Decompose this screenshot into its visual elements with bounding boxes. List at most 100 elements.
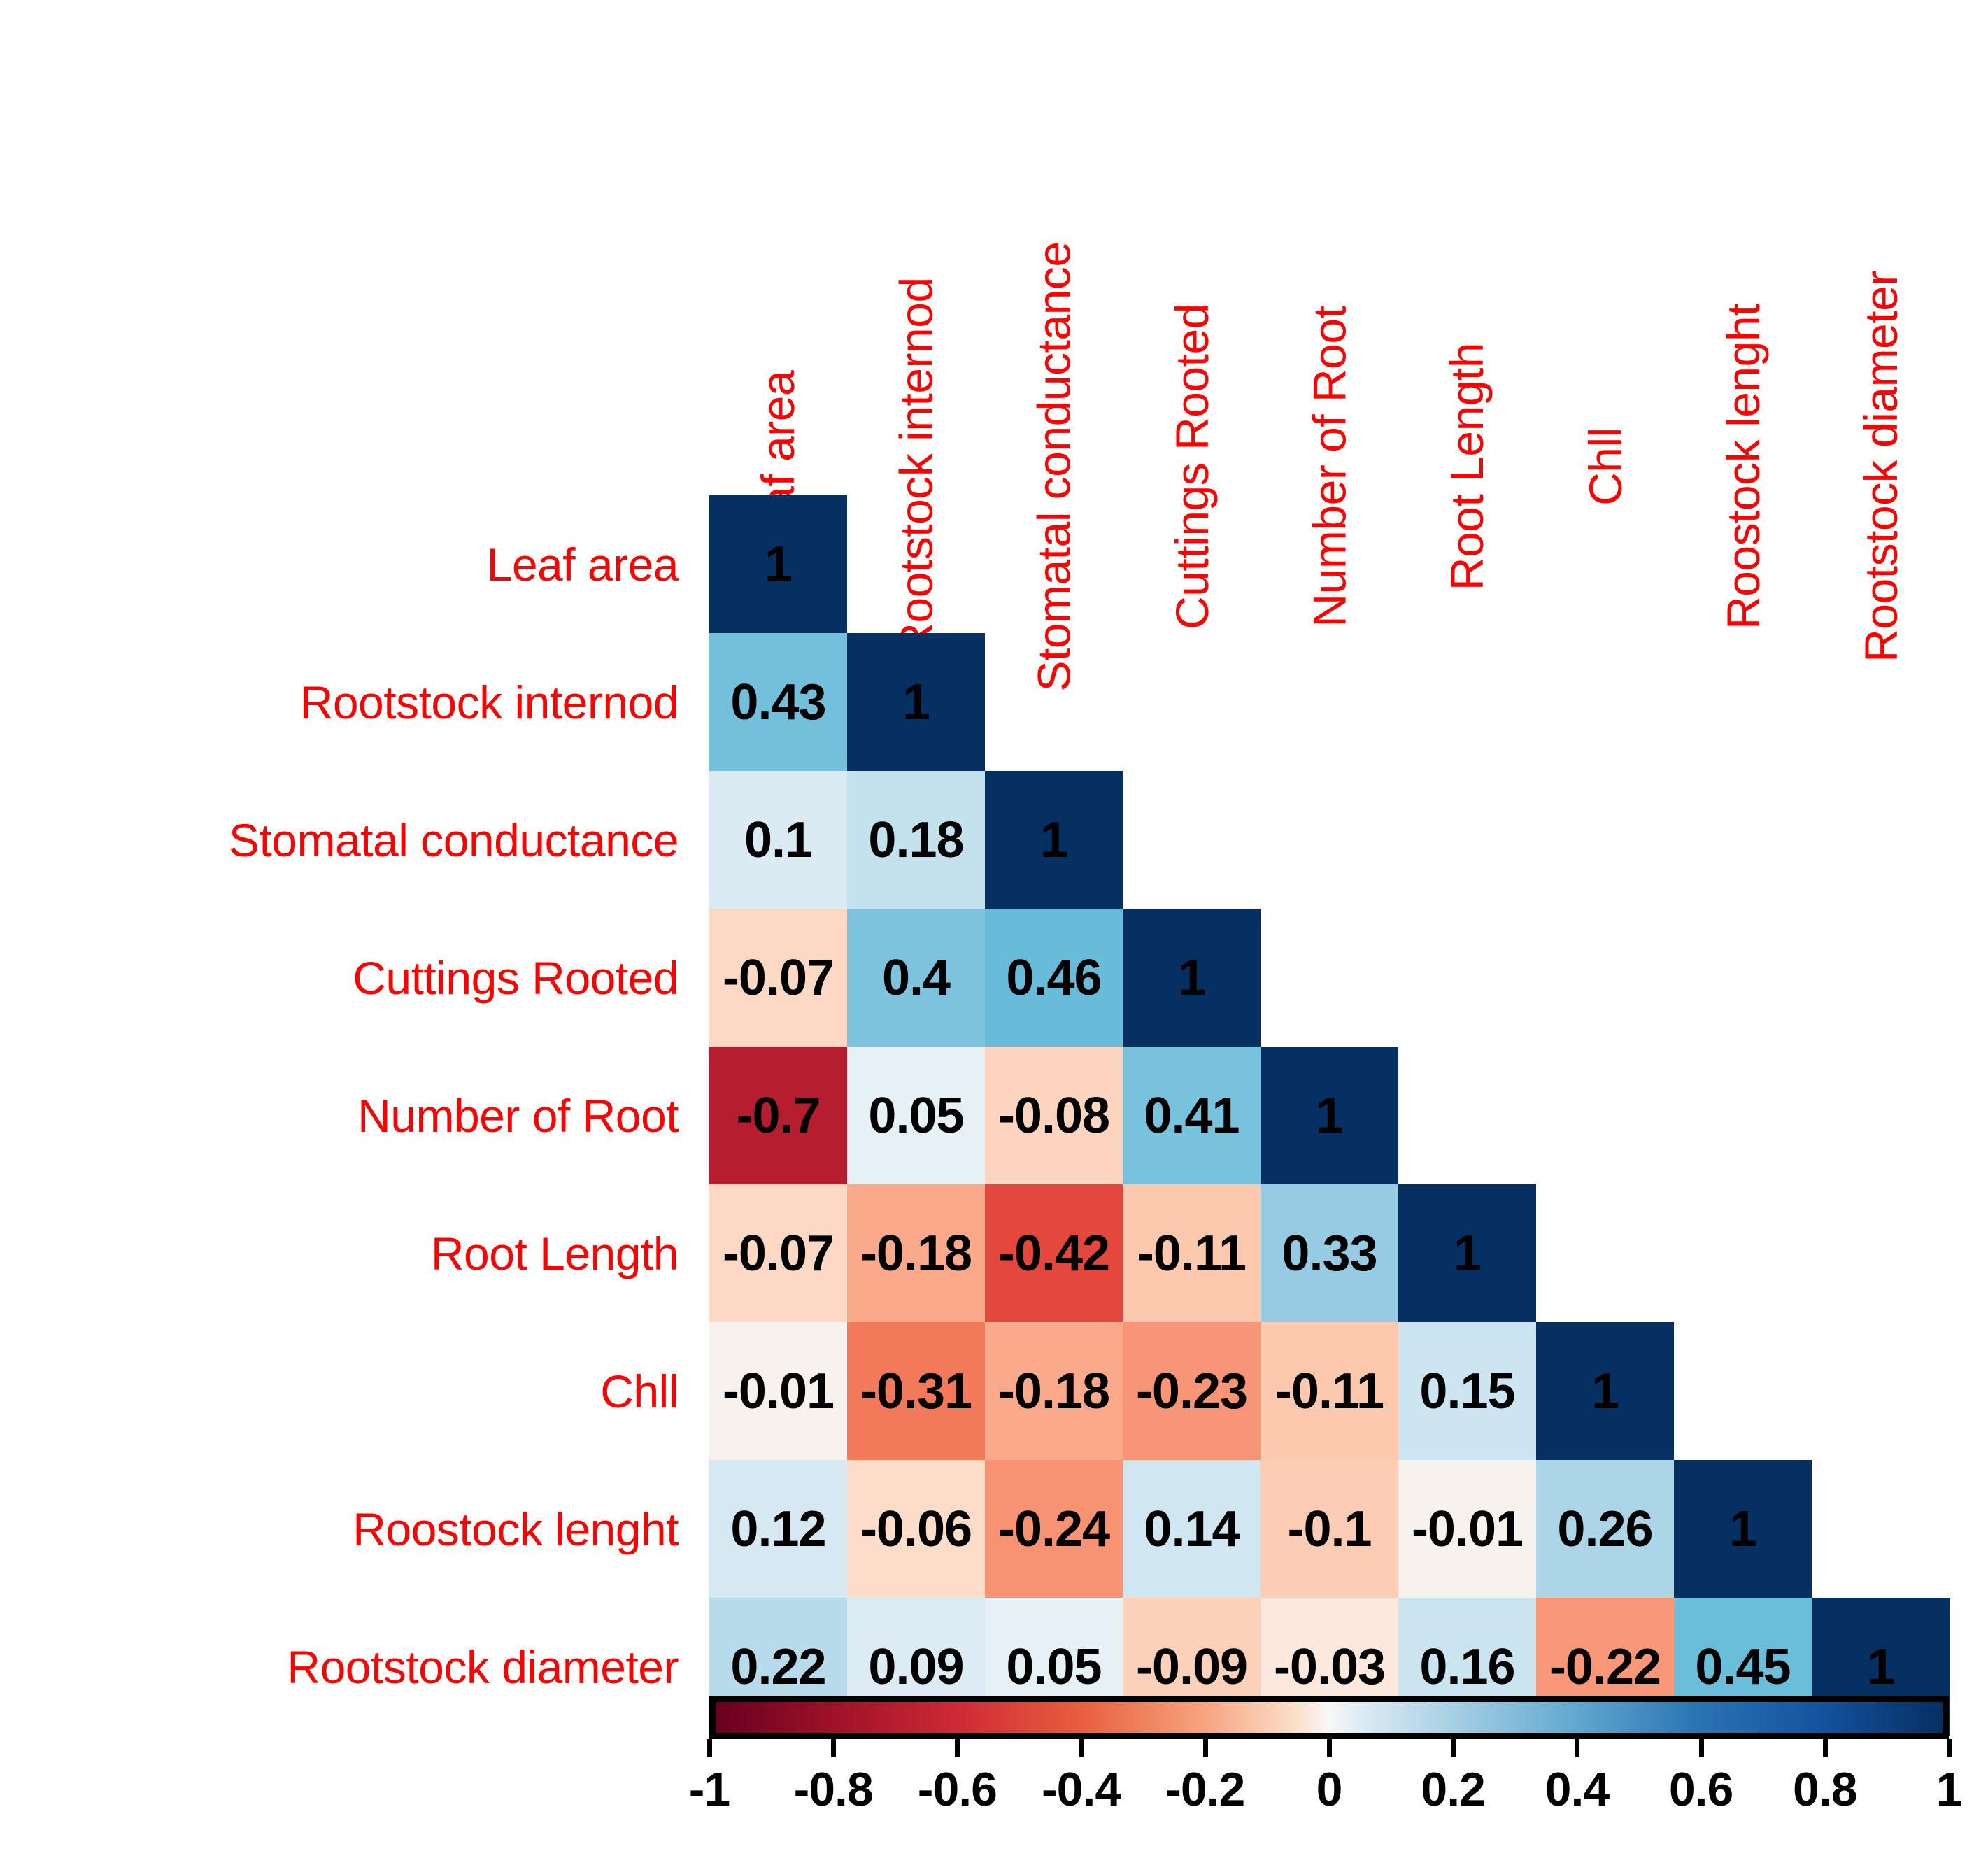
column-label-text: Chll xyxy=(1579,427,1631,506)
colorbar-tick xyxy=(1451,1739,1456,1757)
matrix-cell: -0.08 xyxy=(985,1047,1123,1184)
matrix-cell: -0.18 xyxy=(985,1322,1123,1460)
row-label-7: Chll xyxy=(600,1365,679,1417)
matrix-cell-value: -0.06 xyxy=(860,1501,972,1557)
matrix-cell: 0.18 xyxy=(847,771,985,909)
matrix-cell-value: -0.07 xyxy=(722,1225,835,1282)
matrix-cell: -0.11 xyxy=(1261,1322,1398,1460)
colorbar-tick xyxy=(831,1739,837,1757)
row-label-4: Cuttings Rooted xyxy=(353,951,679,1004)
matrix-cell: 0.43 xyxy=(709,633,847,771)
colorbar-tick xyxy=(707,1739,712,1757)
colorbar-tick-label: 0.6 xyxy=(1668,1763,1734,1816)
matrix-cell-value: -0.18 xyxy=(860,1225,972,1282)
matrix-cell-value: 0.45 xyxy=(1695,1638,1791,1695)
colorbar-tick-label: -0.4 xyxy=(1042,1763,1121,1816)
colorbar-tick xyxy=(1822,1739,1828,1757)
matrix-cell: -0.06 xyxy=(847,1460,985,1598)
column-label-1: Leaf area xyxy=(709,0,847,562)
matrix-cell-value: 1 xyxy=(1039,811,1068,868)
matrix-cell: 1 xyxy=(1261,1047,1398,1184)
matrix-cell-value: -0.42 xyxy=(997,1225,1110,1282)
matrix-cell-value: 0.46 xyxy=(1006,949,1102,1006)
colorbar-tick xyxy=(1947,1739,1952,1757)
matrix-cell: 0.26 xyxy=(1536,1460,1674,1598)
matrix-cell: -0.18 xyxy=(847,1184,985,1322)
matrix-cell-value: 0.05 xyxy=(868,1087,964,1144)
matrix-cell: -0.07 xyxy=(709,1184,847,1322)
matrix-cell: 1 xyxy=(709,495,847,633)
matrix-cell-value: 1 xyxy=(764,536,793,593)
colorbar-tick xyxy=(1202,1739,1208,1757)
matrix-cell-value: 0.16 xyxy=(1419,1638,1515,1695)
matrix-cell: 1 xyxy=(847,633,985,771)
matrix-cell-value: 0.12 xyxy=(730,1501,826,1557)
colorbar-tick xyxy=(1327,1739,1332,1757)
colorbar-tick-label: -0.2 xyxy=(1165,1763,1245,1816)
matrix-cell-value: -0.1 xyxy=(1287,1501,1372,1557)
matrix-cell: -0.01 xyxy=(1398,1460,1536,1598)
matrix-cell: 0.12 xyxy=(709,1460,847,1598)
matrix-cell-value: -0.23 xyxy=(1135,1363,1248,1419)
matrix-cell-value: -0.18 xyxy=(997,1363,1110,1419)
colorbar-tick-label: -1 xyxy=(688,1763,730,1816)
colorbar-ticks xyxy=(707,1739,1952,1757)
matrix-cell-value: -0.24 xyxy=(997,1501,1110,1557)
matrix-cell-value: 0.26 xyxy=(1557,1501,1653,1557)
matrix-cell-value: 0.4 xyxy=(881,949,951,1006)
matrix-cell: -0.42 xyxy=(985,1184,1123,1322)
matrix-cell-value: -0.11 xyxy=(1137,1225,1247,1282)
matrix-cell: 0.46 xyxy=(985,909,1123,1047)
colorbar-tick xyxy=(1698,1739,1704,1757)
matrix-cell: 0.15 xyxy=(1398,1322,1536,1460)
matrix-cell: 1 xyxy=(1674,1460,1812,1598)
matrix-cell: 0.14 xyxy=(1123,1460,1261,1598)
matrix-cell-value: 1 xyxy=(1866,1638,1895,1695)
matrix-cell-value: -0.08 xyxy=(997,1087,1110,1144)
matrix-cell: 1 xyxy=(1123,909,1261,1047)
matrix-cell: 0.05 xyxy=(847,1047,985,1184)
matrix-cell-value: -0.01 xyxy=(1411,1501,1524,1557)
matrix-cell-value: -0.7 xyxy=(736,1087,821,1144)
colorbar-tick-label: 1 xyxy=(1936,1763,1963,1816)
matrix-cell-value: 0.22 xyxy=(730,1638,826,1695)
row-label-9: Rootstock diameter xyxy=(287,1640,679,1693)
matrix-cell-value: -0.01 xyxy=(722,1363,835,1419)
matrix-cell-value: -0.03 xyxy=(1273,1638,1386,1695)
matrix-cell: 0.33 xyxy=(1261,1184,1398,1322)
row-label-6: Root Length xyxy=(430,1227,679,1279)
matrix-cell-value: -0.07 xyxy=(722,949,835,1006)
colorbar-tick xyxy=(1079,1739,1084,1757)
matrix-cell: -0.01 xyxy=(709,1322,847,1460)
matrix-cell: -0.23 xyxy=(1123,1322,1261,1460)
matrix-cell-value: -0.31 xyxy=(860,1363,972,1419)
colorbar-tick-label: 0 xyxy=(1316,1763,1343,1816)
matrix-cell: -0.31 xyxy=(847,1322,985,1460)
row-label-2: Rootstock internod xyxy=(299,676,679,728)
matrix-cell: 1 xyxy=(985,771,1123,909)
matrix-cell: -0.11 xyxy=(1123,1184,1261,1322)
matrix-cell: 1 xyxy=(1398,1184,1536,1322)
matrix-cell-value: 1 xyxy=(1453,1225,1482,1282)
matrix-cell-value: 0.15 xyxy=(1419,1363,1515,1419)
matrix-cell-value: 1 xyxy=(1728,1501,1757,1557)
colorbar-tick xyxy=(955,1739,960,1757)
matrix-cell-value: 1 xyxy=(1177,949,1206,1006)
matrix-cell-value: 0.43 xyxy=(730,674,826,730)
colorbar-tick-label: -0.6 xyxy=(917,1763,997,1816)
colorbar-tick-label: 0.8 xyxy=(1793,1763,1858,1816)
matrix-cell-value: 1 xyxy=(902,674,930,730)
matrix-cell: 0.4 xyxy=(847,909,985,1047)
colorbar-tick xyxy=(1575,1739,1580,1757)
matrix-cell-value: 0.18 xyxy=(868,811,964,868)
row-label-8: Roostock lenght xyxy=(353,1503,679,1555)
matrix-cell-value: -0.22 xyxy=(1549,1638,1661,1695)
matrix-cell: -0.1 xyxy=(1261,1460,1398,1598)
matrix-cell-value: 1 xyxy=(1315,1087,1344,1144)
